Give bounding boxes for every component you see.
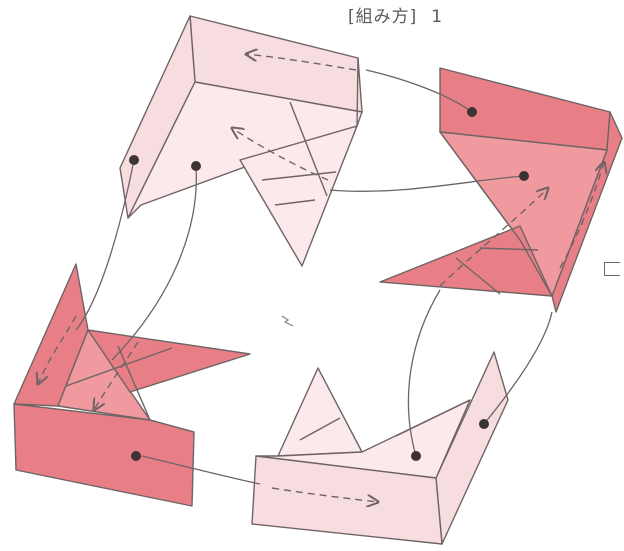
insertion-dot-icon [411,451,421,461]
bottom-left-wall-front [14,404,194,506]
insertion-dot-icon [467,107,477,117]
top-right-piece [380,68,622,312]
top-left-piece [120,16,362,266]
insertion-dot-icon [519,171,529,181]
bottom-right-flap-left [278,368,362,456]
insertion-dot-icon [131,451,141,461]
insertion-dot-icon [191,161,201,171]
center-mark [282,316,293,326]
bottom-left-piece [14,264,250,506]
insertion-dot-icon [129,155,139,165]
bottom-right-piece [252,352,508,544]
insertion-dot-icon [479,419,489,429]
top-left-edge [357,58,358,126]
